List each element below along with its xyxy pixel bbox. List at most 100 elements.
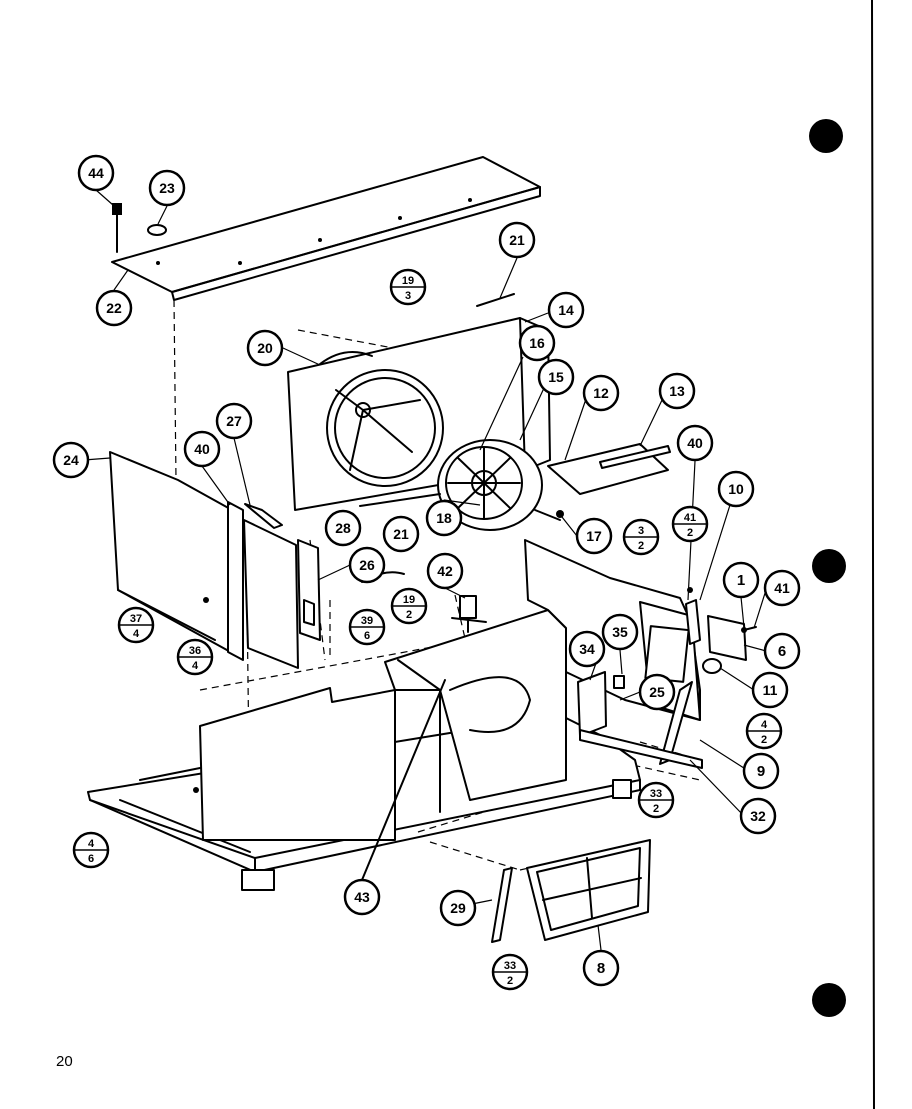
capacitor-part — [451, 595, 487, 633]
callout-label: 40 — [687, 435, 703, 451]
fraction-callout-39-6: 396 — [348, 608, 386, 646]
callout-9: 9 — [742, 752, 780, 790]
callout-label: 42 — [437, 563, 453, 579]
punch-hole-top — [809, 119, 843, 153]
callout-44: 44 — [77, 154, 115, 192]
callout-label: 29 — [450, 900, 466, 916]
callout-40: 40 — [183, 430, 221, 468]
callout-label: 26 — [359, 557, 375, 573]
callout-42: 42 — [426, 552, 464, 590]
callout-24: 24 — [52, 441, 90, 479]
lower-strip — [359, 493, 441, 507]
callout-label: 17 — [586, 528, 602, 544]
callout-label: 13 — [669, 383, 685, 399]
fraction-callout-19-3: 193 — [389, 268, 427, 306]
callout-label: 21 — [393, 526, 409, 542]
fraction-top: 19 — [402, 275, 414, 287]
fraction-top: 41 — [684, 512, 696, 524]
callout-label: 24 — [63, 452, 79, 468]
callout-21: 21 — [382, 515, 420, 553]
fraction-callout-4-6: 46 — [72, 831, 110, 869]
callout-label: 40 — [194, 441, 210, 457]
callout-23: 23 — [148, 169, 186, 207]
callout-label: 21 — [509, 232, 525, 248]
fraction-bottom: 2 — [761, 734, 767, 746]
callout-label: 23 — [159, 180, 175, 196]
callout-label: 32 — [750, 808, 766, 824]
callout-20: 20 — [246, 329, 284, 367]
side-rail — [579, 729, 703, 769]
callout-label: 11 — [763, 682, 778, 698]
fraction-top: 3 — [638, 525, 644, 537]
page-edge-right — [871, 0, 875, 1109]
fraction-bottom: 6 — [88, 853, 94, 865]
callout-10: 10 — [717, 470, 755, 508]
fraction-callout-37-4: 374 — [117, 606, 155, 644]
callout-29: 29 — [439, 889, 477, 927]
callout-17: 17 — [575, 517, 613, 555]
screw-part — [112, 203, 122, 253]
terminal-block — [613, 675, 625, 689]
callout-8: 8 — [582, 949, 620, 987]
callout-label: 12 — [593, 385, 609, 401]
fraction-callout-3-2: 32 — [622, 518, 660, 556]
callout-28: 28 — [324, 509, 362, 547]
callout-6: 6 — [763, 632, 801, 670]
side-panel-pieces — [227, 501, 321, 669]
fraction-top: 33 — [504, 960, 516, 972]
fraction-bottom: 4 — [192, 660, 199, 672]
callout-label: 35 — [612, 624, 628, 640]
callout-label: 44 — [88, 165, 104, 181]
fraction-top: 37 — [130, 613, 142, 625]
callout-11: 11 — [751, 671, 789, 709]
fraction-top: 4 — [761, 719, 768, 731]
fraction-top: 36 — [189, 645, 201, 657]
callout-25: 25 — [638, 673, 676, 711]
callout-label: 10 — [728, 481, 744, 497]
callout-label: 43 — [354, 889, 370, 905]
callout-label: 9 — [757, 763, 765, 780]
callout-14: 14 — [547, 291, 585, 329]
air-filter — [526, 839, 651, 941]
fraction-top: 39 — [361, 615, 373, 627]
support-rod — [361, 679, 446, 881]
callout-40: 40 — [676, 424, 714, 462]
bracket-part — [577, 671, 607, 737]
callout-label: 22 — [106, 300, 122, 316]
callout-16: 16 — [518, 324, 556, 362]
fraction-bottom: 2 — [687, 527, 693, 539]
fraction-top: 33 — [650, 788, 662, 800]
callout-label: 41 — [774, 580, 790, 596]
mounting-bar — [599, 445, 671, 469]
callout-35: 35 — [601, 613, 639, 651]
fraction-bottom: 2 — [507, 975, 513, 987]
callout-12: 12 — [582, 374, 620, 412]
washer-part — [147, 224, 167, 236]
fraction-callout-33-2: 332 — [491, 953, 529, 991]
callout-label: 25 — [649, 684, 665, 700]
fraction-bottom: 2 — [653, 803, 659, 815]
upper-strip — [476, 293, 515, 307]
callout-label: 1 — [737, 572, 745, 589]
callout-label: 27 — [226, 413, 242, 429]
callout-label: 8 — [597, 960, 605, 977]
fraction-bottom: 6 — [364, 630, 370, 642]
fraction-callout-36-4: 364 — [176, 638, 214, 676]
punch-hole-middle — [812, 549, 846, 583]
callout-label: 20 — [257, 340, 273, 356]
callout-22: 22 — [95, 289, 133, 327]
fraction-top: 4 — [88, 838, 95, 850]
callout-label: 14 — [558, 302, 574, 318]
callout-label: 15 — [548, 369, 564, 385]
callout-26: 26 — [348, 546, 386, 584]
callout-41: 41 — [763, 569, 801, 607]
callout-label: 6 — [778, 643, 786, 660]
callout-21: 21 — [498, 221, 536, 259]
callout-label: 18 — [436, 510, 452, 526]
switch-plate — [707, 615, 757, 661]
fraction-bottom: 2 — [406, 609, 412, 621]
callout-label: 34 — [579, 641, 595, 657]
top-cover-panel — [111, 156, 541, 301]
